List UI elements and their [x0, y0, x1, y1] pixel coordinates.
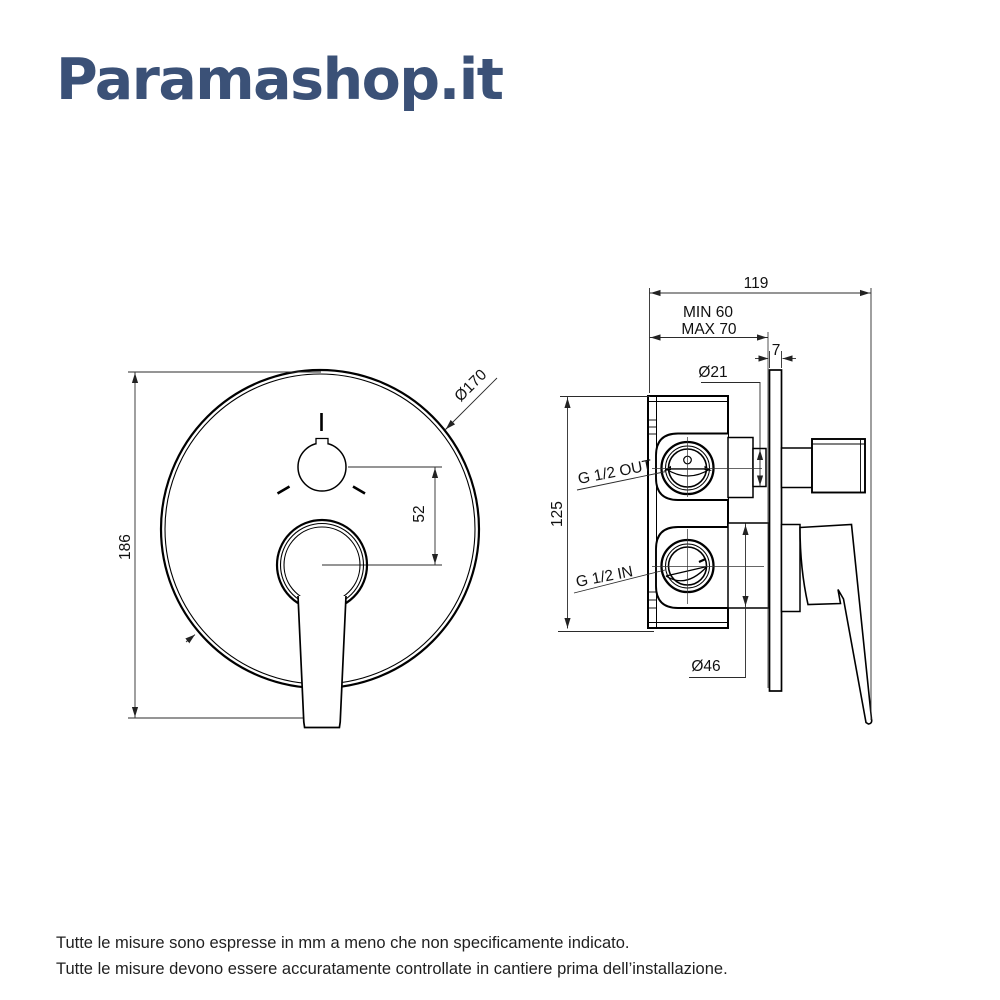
lever-handle-side [780, 523, 873, 725]
brand-logo: Paramashop.it [56, 47, 504, 113]
dim-119-label: 119 [744, 275, 769, 292]
dim-21 [701, 382, 764, 487]
dim-125-label: 125 [549, 501, 566, 527]
footer-note-line1: Tutte le misure sono espresse in mm a me… [56, 934, 630, 952]
diverter-knob [276, 413, 366, 495]
dim-119 [649, 288, 872, 720]
dim-52 [322, 466, 442, 566]
inlet-leader [573, 569, 666, 594]
diverter-knob-side [780, 438, 866, 494]
dim-7-label: 7 [772, 342, 781, 359]
footer-notes: Tutte le misure sono espresse in mm a me… [56, 930, 728, 982]
lever-sleeve [727, 522, 770, 609]
dim-min-label: MIN 60 [683, 304, 733, 321]
side-view: 119 MIN 60 MAX 70 7 [549, 275, 873, 725]
outlet-port [655, 432, 728, 501]
dim-52-label: 52 [411, 505, 428, 522]
front-view: 186 52 Ø170 [117, 366, 498, 729]
dim-max-label: MAX 70 [681, 321, 737, 338]
dim-21-label: Ø21 [698, 364, 727, 381]
dim-186-label: 186 [117, 534, 134, 560]
inlet-label: G 1/2 IN [575, 563, 635, 591]
dim-170 [444, 377, 498, 431]
wall-plate [767, 332, 783, 692]
footer-note-line2: Tutte le misure devono essere accuratame… [56, 960, 728, 978]
dim-46-label: Ø46 [691, 658, 720, 675]
dim-7 [755, 351, 796, 368]
dim-170-label: Ø170 [451, 366, 490, 405]
outlet-label: G 1/2 OUT [577, 457, 654, 488]
dim-186 [128, 371, 321, 719]
inlet-port [655, 526, 728, 609]
rim-pointer-arrow [185, 634, 196, 644]
lever-handle-front [275, 518, 369, 729]
outlet-leader [576, 471, 667, 491]
dim-46 [689, 523, 749, 678]
dim-125 [558, 396, 654, 632]
